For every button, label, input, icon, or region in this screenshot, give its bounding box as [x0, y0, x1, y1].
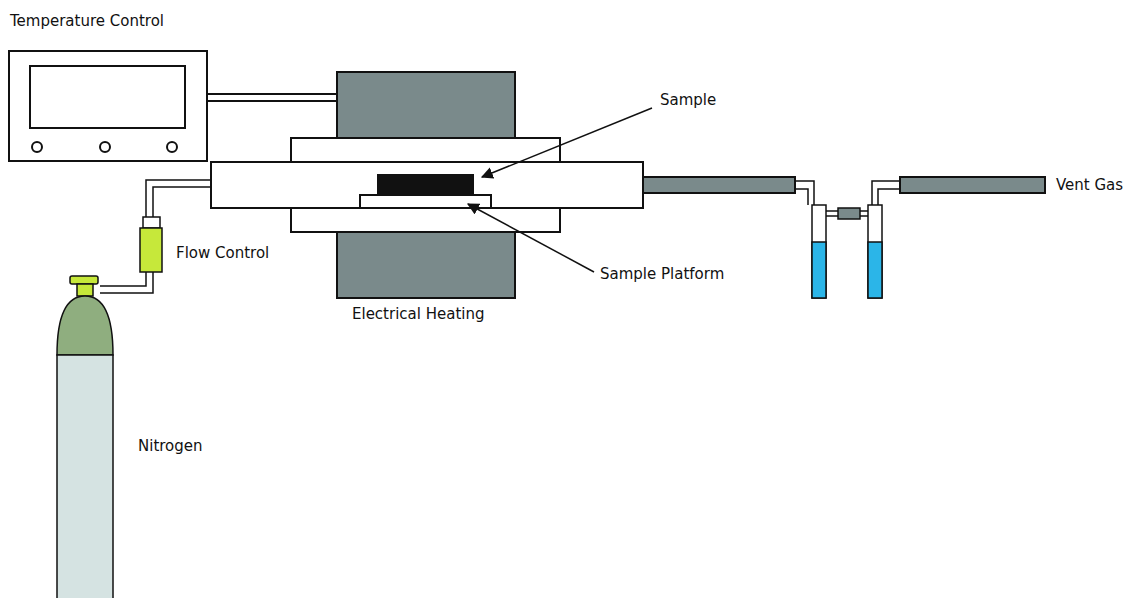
part-label: Nitrogen	[138, 437, 203, 455]
part-label: Sample Platform	[600, 265, 724, 283]
part-label: Vent Gas	[1056, 176, 1123, 194]
outlet-pipe	[643, 177, 795, 193]
gas-bubbler	[812, 205, 882, 298]
node-heading: Temperature Control	[10, 12, 164, 30]
temperature-controller	[8, 50, 208, 162]
inlet-lines	[100, 180, 211, 293]
flow-meter	[140, 217, 162, 272]
part-label: Flow Control	[176, 244, 269, 262]
nitrogen-cylinder	[57, 276, 113, 598]
leader-arrow	[468, 108, 652, 272]
control-wires	[208, 94, 337, 101]
vent-pipe	[900, 177, 1045, 193]
part-label: Sample	[660, 91, 716, 109]
part-label: Electrical Heating	[352, 305, 485, 323]
sample-block	[377, 174, 474, 195]
furnace-tube	[211, 162, 643, 208]
controller-box: Temperature Control	[8, 50, 208, 162]
